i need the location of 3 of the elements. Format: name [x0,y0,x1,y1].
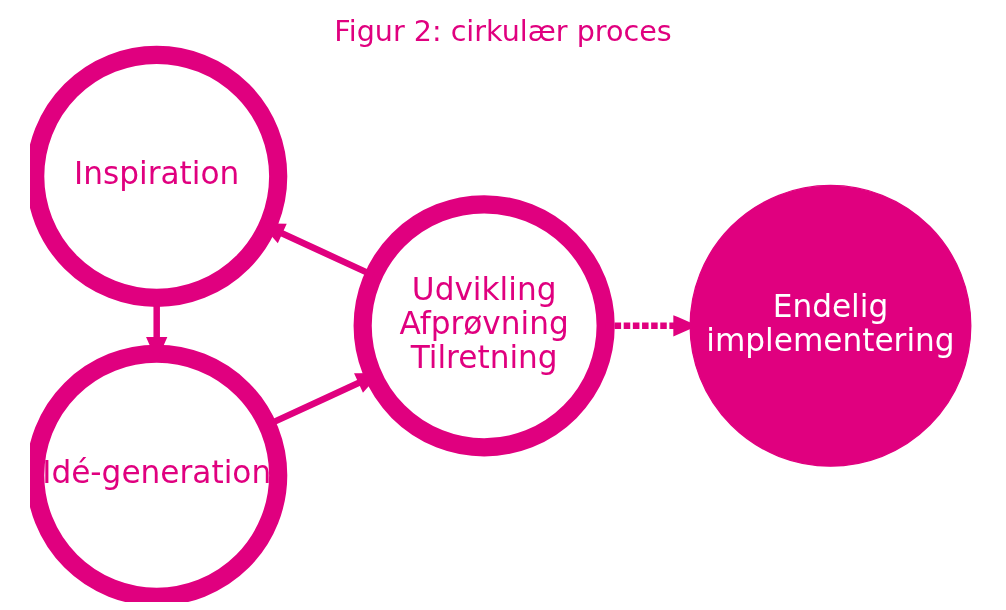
node-circle: Endelig implementering [689,184,972,467]
diagram-title: Figur 2: cirkulær proces [334,14,672,49]
node-circle: Idé-generation [30,344,288,602]
